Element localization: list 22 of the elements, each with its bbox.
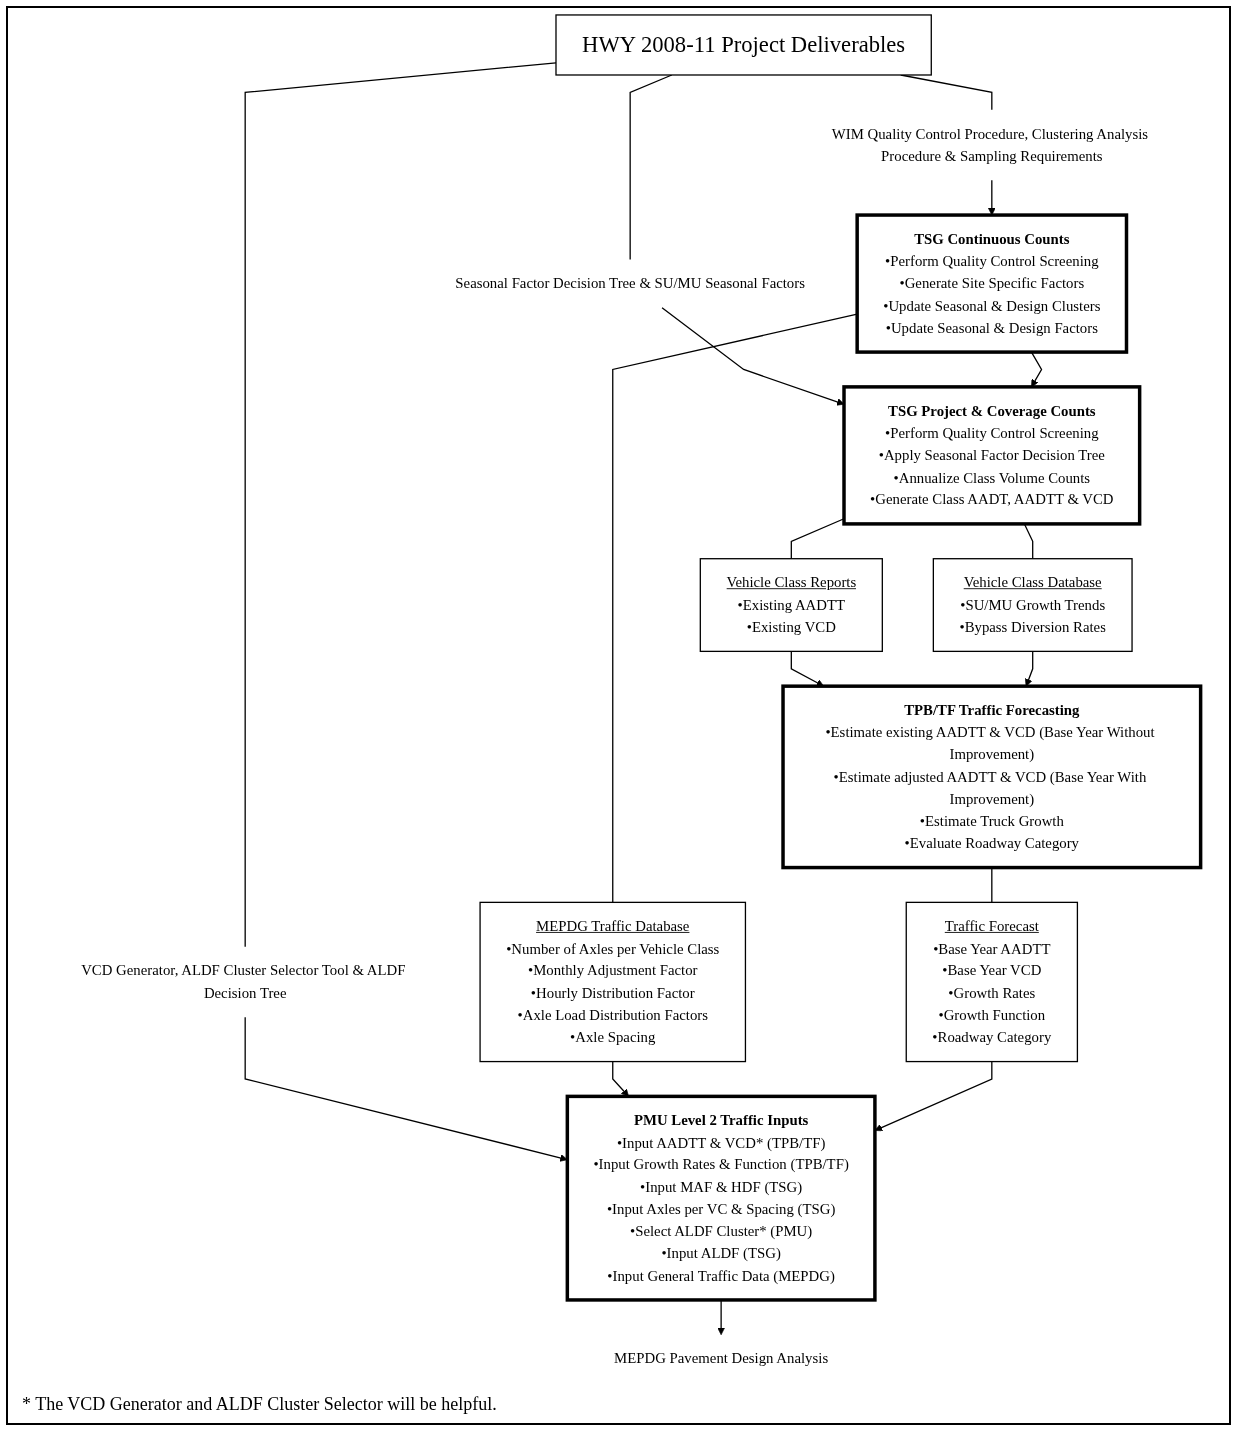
connector: [244, 62, 557, 948]
node-box: TSG Continuous Counts •Perform Quality Control Screening •Generate Site Specific Factors •Update Seasonal & Design Clusters •Update Seasonal & Design Factors: [855, 213, 1129, 354]
arrow: [612, 1060, 629, 1097]
node-box: MEPDG Traffic Database •Number of Axles per Vehicle Class •Monthly Adjustment Factor •Hourly Distribution Factor •Axle Load Distribution Factors •Axle Spacing: [479, 901, 747, 1063]
arrow: [790, 650, 824, 687]
node-text: Seasonal Factor Decision Tree & SU/MU Seasonal Factors: [455, 275, 805, 292]
node-box: TSG Project & Coverage Counts •Perform Quality Control Screening •Apply Seasonal Factor Decision Tree •Annualize Class Volume Counts •Generate Class AADT, AADTT & VCD: [842, 385, 1142, 526]
node-box: TPB/TF Traffic Forecasting •Estimate existing AADTT & VCD (Base Year Without Improvement) •Estimate adjusted AADTT & VCD (Base Year With Improvement) •Estimate Truck Growth •Evaluate Roadway Category: [781, 684, 1203, 870]
node-box: Vehicle Class Reports •Existing AADTT •Existing VCD: [699, 558, 883, 653]
node-text: VCD Generator, ALDF Cluster Selector Tool & ALDF Decision Tree: [81, 962, 406, 1002]
node-text: MEPDG Pavement Design Analysis: [614, 1350, 829, 1367]
node-box: PMU Level 2 Traffic Inputs •Input AADTT & VCD* (TPB/TF) •Input Growth Rates & Function (TPB/TF) •Input MAF & HDF (TSG) •Input Axles per VC & Spacing (TSG) •Select ALDF Cluster* (PMU) •Input ALDF (TSG) •Input General Traffic Data (MEPDG): [565, 1094, 877, 1302]
arrow: [1025, 650, 1034, 687]
node-text: WIM Quality Control Procedure, Clustering Analysis Procedure & Sampling Requirements: [831, 125, 1149, 165]
connector: [629, 74, 673, 261]
arrow: [717, 1299, 725, 1336]
node-box: Vehicle Class Database •SU/MU Growth Trends •Bypass Diversion Rates: [932, 558, 1133, 653]
node-box: HWY 2008-11 Project Deliverables: [555, 14, 932, 76]
connector: [1023, 523, 1034, 560]
arrow: [988, 179, 996, 216]
footnote: * The VCD Generator and ALDF Cluster Selector will be helpful.: [22, 1394, 498, 1415]
node-box: Traffic Forecast •Base Year AADTT •Base Year VCD •Growth Rates •Growth Function •Roadway Category: [905, 901, 1079, 1063]
